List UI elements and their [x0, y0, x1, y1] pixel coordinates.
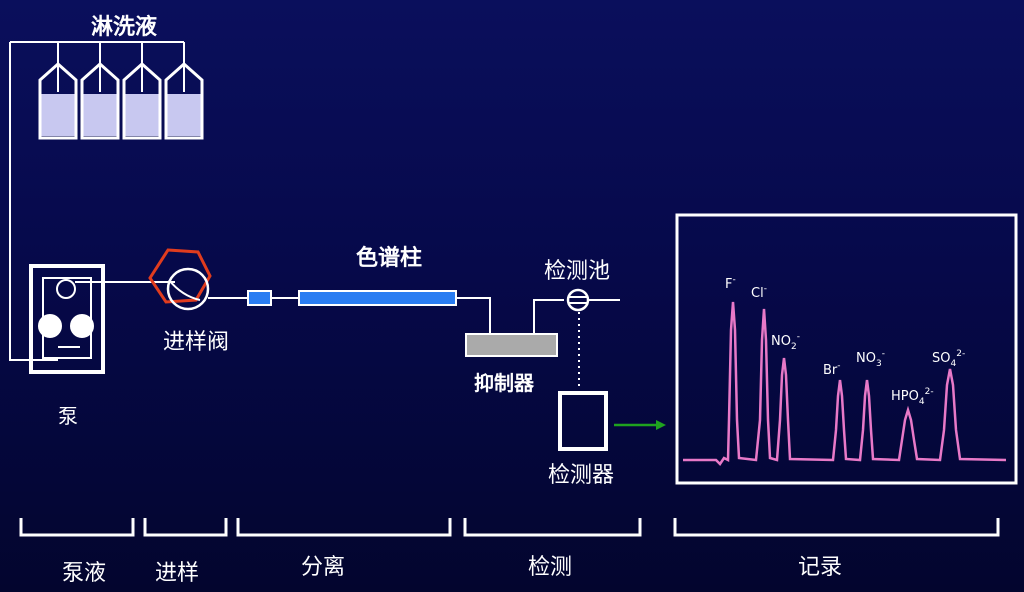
eluent-bottle [80, 61, 120, 140]
stage-brackets [19, 518, 1000, 537]
column-label: 色谱柱 [356, 245, 422, 271]
ion-label-f: F- [725, 275, 736, 292]
ion-label-cl: Cl- [751, 284, 767, 301]
suppressor [465, 333, 558, 357]
pump-label: 泵 [58, 404, 78, 428]
pump [29, 264, 105, 374]
stage-label-detection: 检测 [528, 555, 572, 580]
suppressor-label: 抑制器 [474, 371, 535, 395]
ion-label-so4: SO42- [932, 349, 965, 369]
valve-hex-icon [148, 248, 212, 304]
injector-valve [148, 248, 212, 311]
recorder-frame [675, 213, 1018, 485]
stage-label-recording: 记录 [798, 555, 842, 580]
eluent-tubing [9, 41, 185, 361]
ion-label-hpo4: HPO42- [891, 387, 934, 407]
column-outlet-tubing [456, 297, 491, 334]
stage-bracket [19, 518, 135, 537]
valve-rotor-icon [166, 267, 210, 311]
detection-cell [566, 288, 620, 312]
stage-bracket [143, 518, 228, 537]
detector [558, 391, 608, 451]
injector-label: 进样阀 [163, 330, 229, 355]
eluent-bottles [38, 61, 204, 140]
ion-label-br: Br- [823, 361, 841, 378]
eluent-bottle [164, 61, 204, 140]
ion-label-no2: NO2- [771, 332, 800, 352]
separation-column [298, 290, 457, 306]
cell-label: 检测池 [544, 259, 610, 284]
cell-icon [566, 288, 590, 312]
stage-bracket [236, 518, 452, 537]
stage-bracket [673, 518, 1000, 537]
stage-label-pumping: 泵液 [62, 561, 106, 586]
guard-column [247, 290, 272, 306]
chromatogram-trace [683, 301, 1007, 466]
eluent-bottle [122, 61, 162, 140]
stage-bracket [463, 518, 642, 537]
eluent-label: 淋洗液 [91, 14, 157, 40]
signal-arrow [614, 420, 666, 430]
stage-label-injection: 进样 [155, 561, 199, 586]
suppressor-outlet-tubing [533, 299, 564, 334]
ion-label-no3: NO3- [856, 349, 885, 369]
stage-label-separation: 分离 [301, 555, 345, 580]
eluent-bottle [38, 61, 78, 140]
detector-label: 检测器 [548, 463, 614, 488]
